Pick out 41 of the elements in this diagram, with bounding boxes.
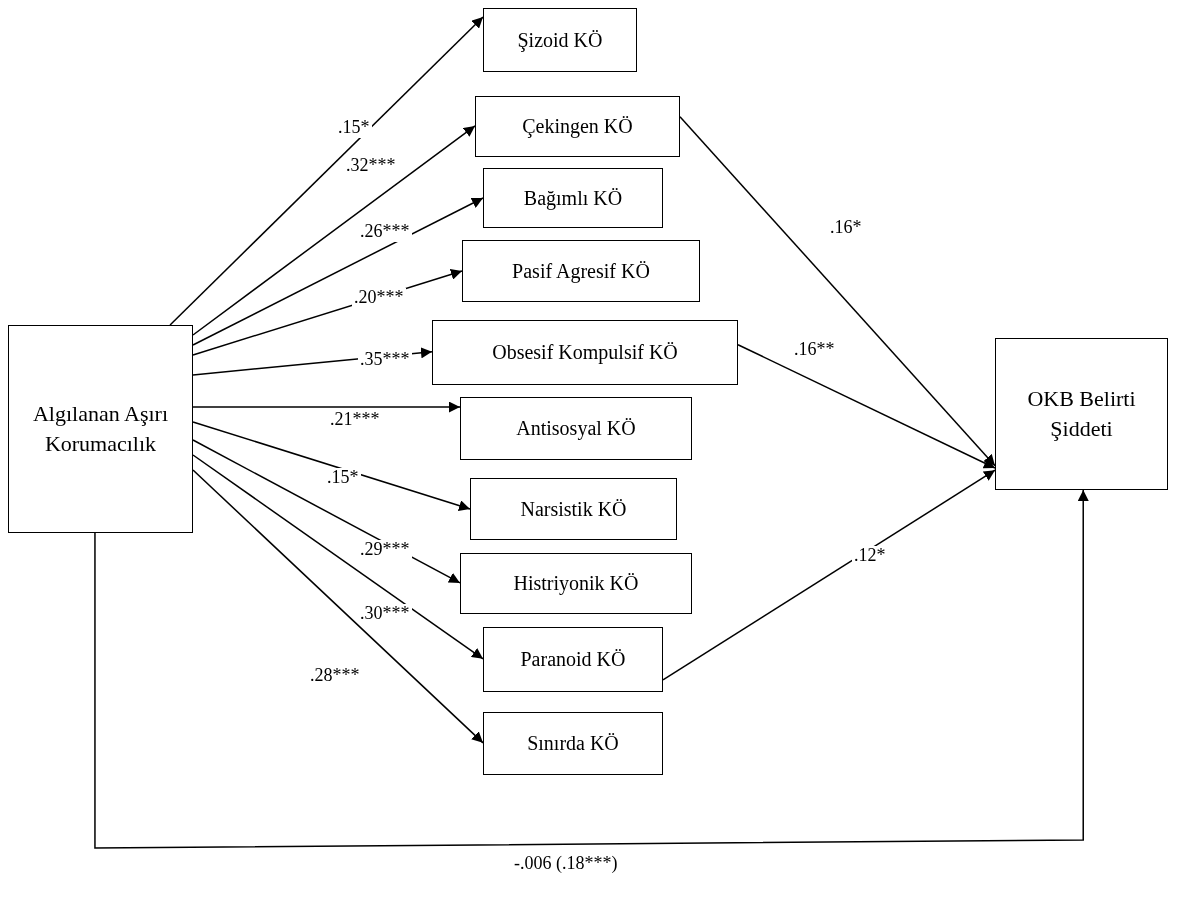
arrow [679,116,996,467]
variable-box [432,320,738,385]
edge-label: .15* [336,118,372,138]
variable-box [483,8,637,72]
arrow [94,489,1089,849]
variable-box [460,553,692,614]
variable-box [483,712,663,775]
arrow [192,421,471,511]
edge-label: .29*** [358,540,412,560]
arrow [192,454,484,660]
arrow [737,343,996,469]
node-label: Algılanan Aşırı Korumacılık [31,400,169,458]
node-label: Şizoid KÖ [517,27,603,54]
node-label: Obsesif Kompulsif KÖ [492,340,678,366]
variable-box [483,627,663,692]
variable-box [462,240,700,302]
node-label: Pasif Agresif KÖ [512,258,650,285]
node-label: OKB Belirti Şiddeti [1026,385,1137,443]
arrow [192,197,484,346]
arrow [192,401,461,413]
node-label: Sınırda KÖ [527,731,619,756]
variable-box [470,478,677,540]
node-label: Histriyonik KÖ [513,571,639,597]
variable-box [460,397,692,460]
arrow [662,469,996,681]
arrow [192,439,461,584]
edge-label: .20*** [352,288,406,308]
variable-box [995,338,1168,490]
arrow [192,469,484,744]
variable-box [475,96,680,157]
node-label: Çekingen KÖ [522,114,633,140]
node-label: Bağımlı KÖ [523,185,623,212]
node-label: Antisosyal KÖ [516,416,636,442]
node-label: Paranoid KÖ [520,647,626,672]
variable-box [483,168,663,228]
node-label: Narsistik KÖ [520,496,627,522]
arrow [192,125,476,336]
edge-label: .26*** [358,222,412,242]
variable-box [8,325,193,533]
edge-label: -.006 (.18***) [512,854,620,874]
arrow [169,16,484,326]
